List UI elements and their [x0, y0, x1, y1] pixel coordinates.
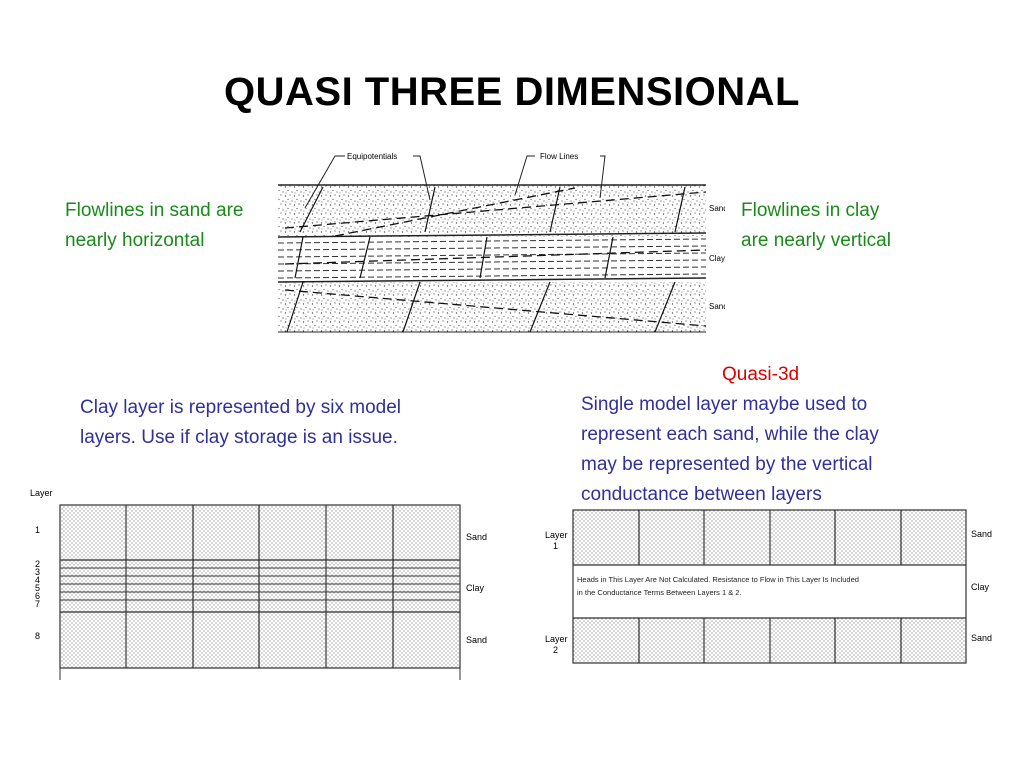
layer-1-label: Layer: [545, 530, 568, 540]
sand-layer-upper: [278, 185, 706, 237]
page-title: QUASI THREE DIMENSIONAL: [224, 70, 800, 114]
zone-label-sand-lower: Sand: [466, 635, 487, 645]
text-line: Clay layer is represented by six model: [80, 397, 402, 418]
layer-number-5: 5: [35, 583, 40, 593]
note-line: nearly horizontal: [65, 230, 205, 251]
quasi-3d-description: Single model layer maybe used to represe…: [581, 390, 879, 510]
note-clay-flowlines: Flowlines in clay are nearly vertical: [741, 196, 891, 256]
sand-cells-lower: [60, 612, 460, 668]
layer-number-2: 2: [35, 559, 40, 569]
layer-1-number: 1: [553, 541, 558, 551]
equipotential-lines: [286, 186, 686, 333]
sand-cells-upper: [60, 505, 460, 560]
layer-label-sand-upper: Sand: [709, 204, 725, 213]
zone-label-clay: Clay: [466, 583, 485, 593]
note-line: Flowlines in clay: [741, 200, 880, 221]
quasi-3d-grid-diagram: Heads in This Layer Are Not Calculated. …: [545, 509, 992, 664]
sand-layer-lower: [278, 282, 706, 332]
callout-equipotentials: Equipotentials: [347, 152, 397, 161]
text-line: conductance between layers: [581, 484, 822, 505]
callout-flow-lines: Flow Lines: [540, 152, 578, 161]
layer-number-1: 1: [35, 525, 40, 535]
zone-label-sand-upper: Sand: [466, 532, 487, 542]
text-line: represent each sand, while the clay: [581, 424, 879, 445]
clay-layer-description: Clay layer is represented by six model l…: [80, 393, 401, 453]
layer-heading: Layer: [30, 488, 53, 498]
layer-2-number: 2: [553, 645, 558, 655]
layer-label-sand-lower: Sand: [709, 302, 725, 311]
text-line: may be represented by the vertical: [581, 454, 873, 475]
zone-label-clay: Clay: [971, 582, 990, 592]
text-line: Single model layer maybe used to: [581, 394, 868, 415]
layer-label-clay: Clay: [709, 254, 725, 263]
clay-layer: [277, 237, 707, 282]
layer-number-7: 7: [35, 599, 40, 609]
flow-lines-diagram: Equipotentials Flow Lines Sand Clay Sand: [277, 152, 725, 333]
clay-model-layers: [60, 560, 460, 612]
note-line: Flowlines in sand are: [65, 200, 244, 221]
layer-2-label: Layer: [545, 634, 568, 644]
six-layer-grid-diagram: Layer 1 2 3 4 5 6 7 8 Sand Clay Sand: [30, 488, 487, 680]
note-line: are nearly vertical: [741, 230, 891, 251]
text-line: layers. Use if clay storage is an issue.: [80, 427, 398, 448]
layer-number-6: 6: [35, 591, 40, 601]
clay-note-line-2: in the Conductance Terms Between Layers …: [577, 588, 742, 597]
layer-number-3: 3: [35, 567, 40, 577]
flow-lines: [284, 187, 707, 327]
layer-number-8: 8: [35, 631, 40, 641]
zone-label-sand-lower: Sand: [971, 633, 992, 643]
quasi-3d-label: Quasi-3d: [722, 364, 800, 385]
callout-lines: [304, 155, 606, 209]
layer-number-4: 4: [35, 575, 40, 585]
grid-column-lines: [125, 505, 394, 668]
grid-column-lines: [638, 510, 902, 663]
clay-note-line-1: Heads in This Layer Are Not Calculated. …: [577, 575, 859, 584]
zone-label-sand-upper: Sand: [971, 529, 992, 539]
note-sand-flowlines: Flowlines in sand are nearly horizontal: [65, 196, 243, 256]
